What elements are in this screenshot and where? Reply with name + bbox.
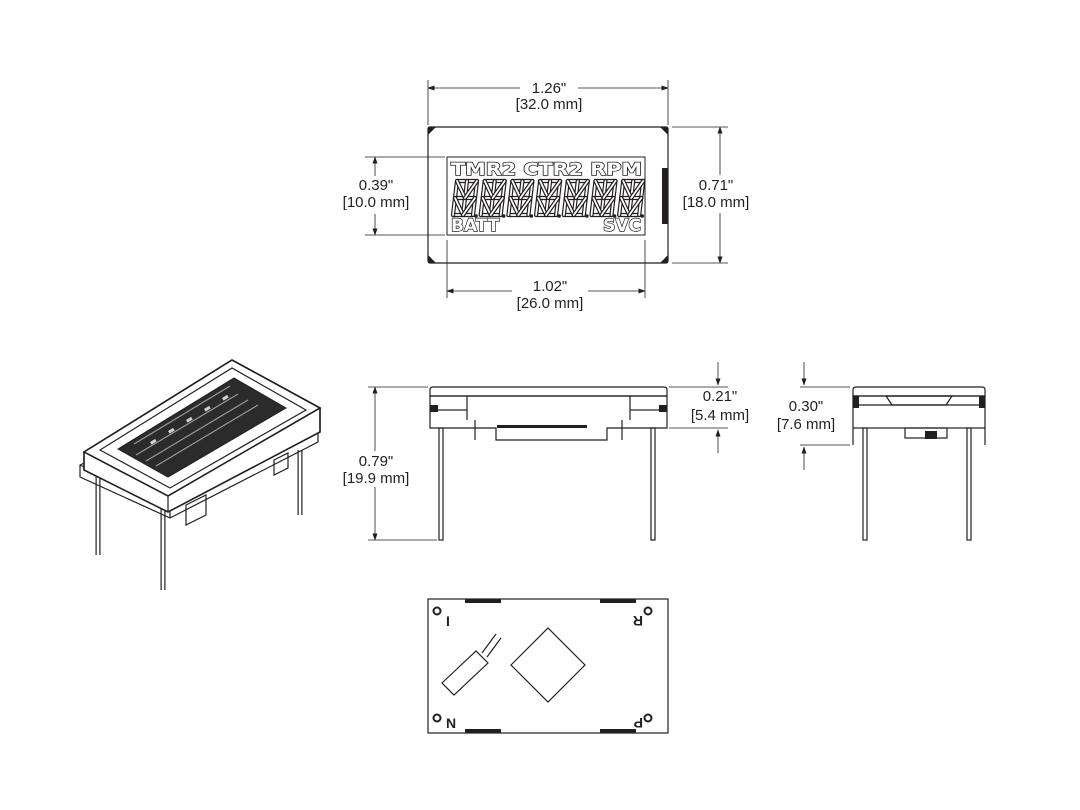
dim-top-width-mm: [32.0 mm] xyxy=(516,96,583,113)
annunciator-batt: BATT xyxy=(451,216,500,236)
display-digit xyxy=(589,178,618,218)
dim-bezel-height-in: 0.21" xyxy=(703,388,738,405)
dim-display-width-in: 1.02" xyxy=(533,278,568,295)
dim-display-height: 0.39" [10.0 mm] xyxy=(340,156,445,236)
dim-body-height-in: 0.71" xyxy=(699,177,734,194)
pin-label-top-right: R xyxy=(633,613,643,629)
dim-overall-height: 0.79" [19.9 mm] xyxy=(334,386,437,541)
dim-display-width-mm: [26.0 mm] xyxy=(517,295,584,312)
dim-bezel-height-mm: [5.4 mm] xyxy=(691,407,749,424)
dim-side-depth: 0.30" [7.6 mm] xyxy=(777,362,850,470)
dim-display-height-in: 0.39" xyxy=(359,177,394,194)
dim-side-depth-in: 0.30" xyxy=(789,398,824,415)
bottom-view: I R N P xyxy=(427,598,669,734)
seven-digit-display xyxy=(450,178,646,218)
dim-display-width: 1.02" [26.0 mm] xyxy=(446,240,646,312)
display-digit xyxy=(478,178,507,218)
dim-top-width-in: 1.26" xyxy=(532,80,567,97)
display-digit xyxy=(450,178,480,218)
side-view xyxy=(429,386,668,541)
dim-body-height: 0.71" [18.0 mm] xyxy=(672,126,756,264)
isometric-view xyxy=(79,359,322,590)
pin-label-bottom-right: P xyxy=(634,715,643,731)
dim-overall-height-mm: [19.9 mm] xyxy=(343,470,410,487)
dim-side-depth-mm: [7.6 mm] xyxy=(777,416,835,433)
front-view: TMR2 CTR2 RPM BATT SVC xyxy=(427,126,669,264)
dim-bezel-height: 0.21" [5.4 mm] xyxy=(669,362,749,453)
end-view xyxy=(852,386,986,541)
dim-top-width: 1.26" [32.0 mm] xyxy=(427,76,669,125)
dim-display-height-mm: [10.0 mm] xyxy=(343,194,410,211)
crystal-component xyxy=(441,633,502,696)
pin-label-bottom-left: N xyxy=(446,715,456,731)
annunciators-top: TMR2 CTR2 RPM xyxy=(451,160,642,180)
display-digit xyxy=(506,178,535,218)
display-digit xyxy=(561,178,590,218)
display-digit xyxy=(617,178,646,218)
dim-body-height-mm: [18.0 mm] xyxy=(683,194,750,211)
ic-chip xyxy=(510,627,586,703)
pin-label-top-left: I xyxy=(446,613,450,629)
annunciator-svc: SVC xyxy=(603,216,641,236)
display-digit xyxy=(533,178,563,218)
dim-overall-height-in: 0.79" xyxy=(359,453,394,470)
